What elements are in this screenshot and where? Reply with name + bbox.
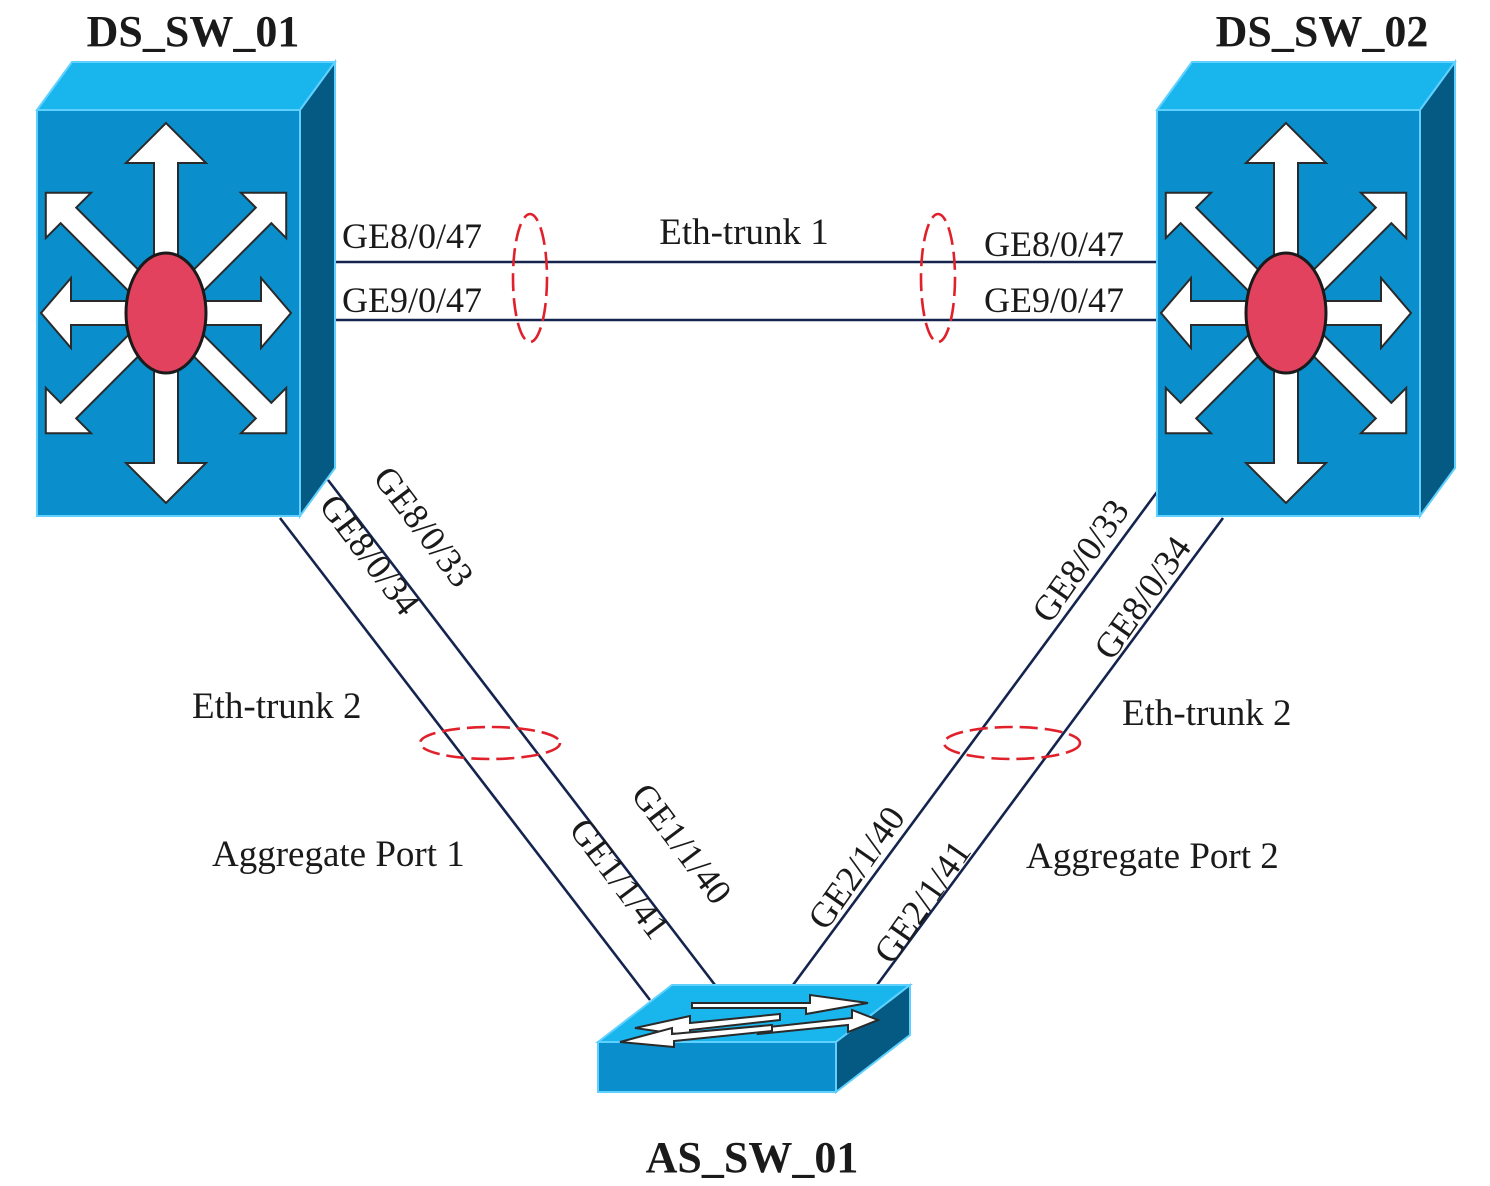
link-right-outer [875,517,1225,986]
workgroup-switch-icon [619,993,881,1049]
ds-sw-02-switch[interactable] [1141,58,1457,520]
as-sw-01-switch[interactable] [595,982,913,1095]
trunk-top-label: Eth-trunk 1 [659,212,829,253]
ds-sw-02-title: DS_SW_02 [1216,7,1429,56]
ds-sw-01-title: DS_SW_01 [87,7,300,56]
left-aggregate-label: Aggregate Port 1 [212,834,465,875]
link-right-inner [791,491,1159,986]
right-trunk-label: Eth-trunk 2 [1122,693,1292,734]
port-ds2-ge9-0-47: GE9/0/47 [984,280,1124,320]
right-aggregate-label: Aggregate Port 2 [1026,836,1279,877]
lag-ring-left [418,725,562,761]
port-ds1-ge8-0-47: GE8/0/47 [342,216,482,256]
port-ds1-ge9-0-47: GE9/0/47 [342,280,482,320]
links [278,260,1225,1001]
left-trunk-label: Eth-trunk 2 [192,686,362,727]
lag-ring-top-left [511,212,549,344]
lag-ring-right [942,725,1082,761]
lag-ring-top-right [919,212,957,344]
link-left-inner [326,479,717,986]
ds-sw-01-switch[interactable] [21,58,337,520]
lag-rings [418,212,1082,761]
as-sw-01-title: AS_SW_01 [646,1133,859,1182]
port-ds2-ge8-0-47: GE8/0/47 [984,224,1124,264]
link-left-outer [278,517,652,1001]
